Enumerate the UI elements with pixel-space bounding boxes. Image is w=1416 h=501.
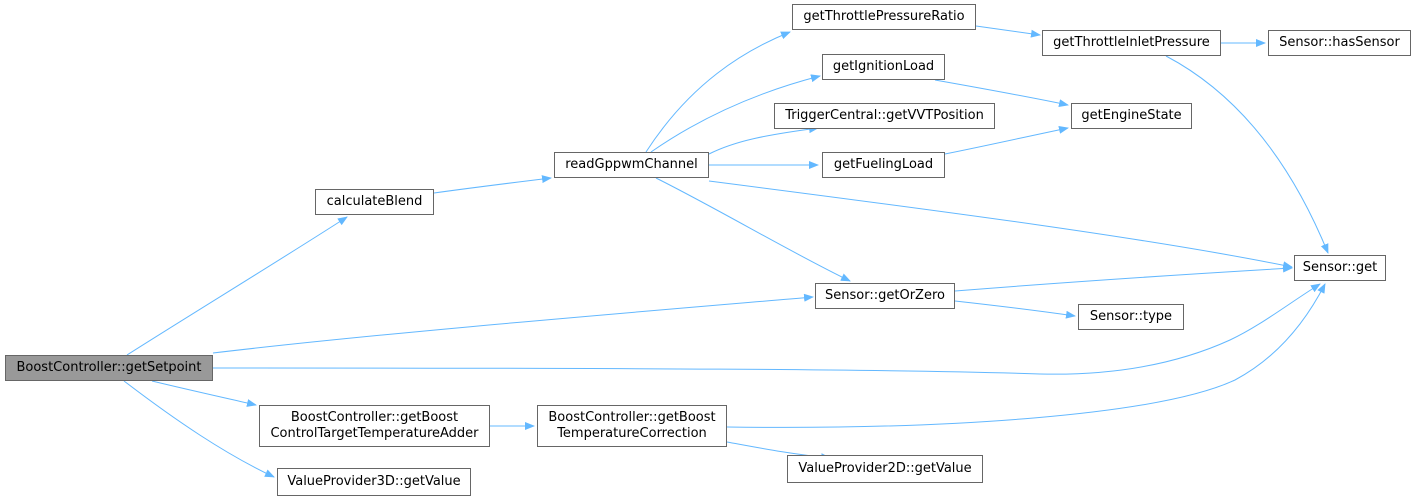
node-boost-controller-get-boost-control-target-temperature-adder[interactable]: BoostController::getBoost ControlTargetT… [259, 405, 490, 447]
edge-boost-temp-correction-to-sensor-get [726, 283, 1326, 428]
node-get-throttle-inlet-pressure[interactable]: getThrottleInletPressure [1042, 30, 1221, 56]
node-label-line-2: ControlTargetTemperatureAdder [270, 426, 479, 441]
edge-boost-get-setpoint-to-calculate-blend [126, 216, 348, 356]
node-boost-controller-get-boost-temperature-correction[interactable]: BoostController::getBoost TemperatureCor… [537, 405, 727, 447]
node-value-provider-3d-get-value[interactable]: ValueProvider3D::getValue [277, 468, 471, 496]
edge-boost-get-setpoint-to-sensor-get-or-zero [212, 293, 814, 354]
edge-read-gppwm-channel-to-sensor-get [708, 180, 1293, 270]
node-label-line-1: BoostController::getBoost [290, 410, 459, 425]
edge-boost-get-setpoint-to-sensor-get [212, 283, 1321, 375]
edge-get-fueling-load-to-get-engine-state [944, 125, 1069, 155]
edge-calculate-blend-to-read-gppwm-channel [433, 175, 552, 194]
edge-read-gppwm-channel-to-trigger-central-get-vvt-position [708, 125, 819, 155]
edge-read-gppwm-channel-to-get-throttle-pressure-ratio [645, 31, 791, 153]
node-get-engine-state[interactable]: getEngineState [1071, 103, 1192, 129]
node-calculate-blend[interactable]: calculateBlend [315, 189, 434, 215]
node-get-fueling-load[interactable]: getFuelingLoad [822, 152, 945, 178]
node-label-line-2: TemperatureCorrection [557, 426, 707, 441]
node-boost-controller-get-setpoint[interactable]: BoostController::getSetpoint [5, 355, 213, 381]
edge-boost-get-setpoint-to-value-provider-3d-get-value [123, 380, 275, 478]
node-get-throttle-pressure-ratio[interactable]: getThrottlePressureRatio [792, 4, 976, 30]
edge-sensor-get-or-zero-to-sensor-type [954, 300, 1076, 319]
node-sensor-has-sensor[interactable]: Sensor::hasSensor [1268, 30, 1411, 56]
node-read-gppwm-channel[interactable]: readGppwmChannel [554, 152, 709, 178]
edge-get-throttle-inlet-pressure-to-sensor-get [1165, 55, 1329, 254]
edge-sensor-get-or-zero-to-sensor-get [954, 264, 1293, 292]
edge-boost-get-setpoint-to-boost-target-temp-adder [151, 380, 257, 407]
edge-read-gppwm-channel-to-sensor-get-or-zero [655, 177, 851, 282]
node-label-line-1: BoostController::getBoost [548, 410, 716, 425]
node-sensor-type[interactable]: Sensor::type [1078, 304, 1184, 330]
edge-get-throttle-pressure-ratio-to-get-throttle-inlet-pressure [975, 25, 1041, 38]
edge-get-ignition-load-to-get-engine-state [934, 79, 1069, 108]
node-get-ignition-load[interactable]: getIgnitionLoad [822, 54, 945, 80]
node-sensor-get-or-zero[interactable]: Sensor::getOrZero [815, 283, 955, 309]
node-value-provider-2d-get-value[interactable]: ValueProvider2D::getValue [787, 455, 983, 483]
node-sensor-get[interactable]: Sensor::get [1294, 255, 1386, 281]
edge-read-gppwm-channel-to-get-ignition-load [650, 74, 821, 153]
node-trigger-central-get-vvt-position[interactable]: TriggerCentral::getVVTPosition [774, 103, 995, 129]
